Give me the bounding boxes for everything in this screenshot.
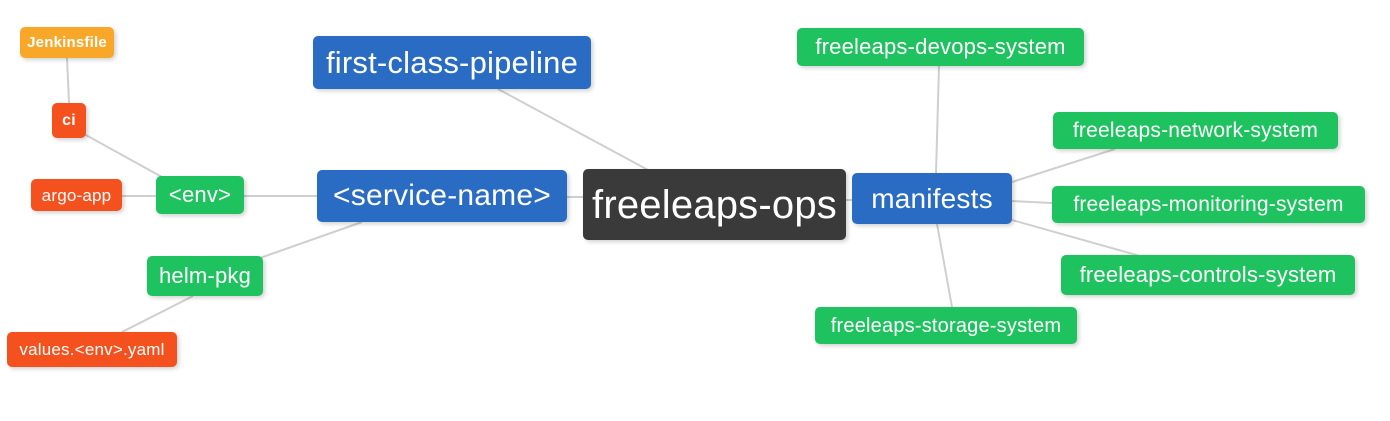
edge-manifests-monitoring: [1011, 200, 1053, 204]
node-values-env-yaml[interactable]: values.<env>.yaml: [7, 332, 177, 367]
node-freeleaps-network-system[interactable]: freeleaps-network-system: [1053, 112, 1338, 149]
node-ci[interactable]: ci: [52, 103, 86, 138]
edge-pipeline-root: [497, 88, 649, 171]
node-helm-pkg[interactable]: helm-pkg: [147, 256, 263, 296]
node-env[interactable]: <env>: [156, 176, 244, 214]
node-service-name[interactable]: <service-name>: [317, 170, 567, 222]
edge-jenkinsfile-ci: [66, 57, 70, 104]
node-first-class-pipeline[interactable]: first-class-pipeline: [313, 36, 591, 89]
node-freeleaps-storage-system[interactable]: freeleaps-storage-system: [815, 307, 1077, 344]
node-freeleaps-controls-system[interactable]: freeleaps-controls-system: [1061, 255, 1355, 295]
edge-helm-pkg-values: [121, 295, 194, 333]
edge-ci-env: [83, 133, 163, 178]
node-freeleaps-monitoring-system[interactable]: freeleaps-monitoring-system: [1052, 186, 1365, 223]
node-freeleaps-devops-system[interactable]: freeleaps-devops-system: [797, 28, 1084, 66]
node-manifests[interactable]: manifests: [852, 173, 1012, 224]
node-argo-app[interactable]: argo-app: [31, 179, 122, 211]
edge-manifests-controls: [1011, 219, 1141, 257]
edge-manifests-devops: [935, 65, 940, 174]
node-jenkinsfile[interactable]: Jenkinsfile: [20, 27, 114, 58]
edge-manifests-storage: [936, 223, 953, 308]
edge-manifests-network: [1011, 148, 1116, 183]
node-freeleaps-ops[interactable]: freeleaps-ops: [583, 169, 846, 240]
edge-service-name-helm-pkg: [259, 221, 363, 259]
